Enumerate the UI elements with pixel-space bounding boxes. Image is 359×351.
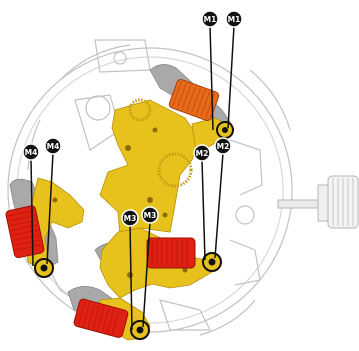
rotor-m2 xyxy=(203,253,221,271)
coil-m2 xyxy=(147,238,195,268)
rotor-m3 xyxy=(131,321,149,339)
marker-m2-left: M2 xyxy=(194,145,210,161)
svg-text:M3: M3 xyxy=(124,214,137,223)
marker-m3-right: M3 xyxy=(142,207,158,223)
marker-m1-left: M1 xyxy=(202,11,218,27)
marker-m4-right: M4 xyxy=(45,138,61,154)
svg-text:M4: M4 xyxy=(25,148,38,157)
marker-m2-right: M2 xyxy=(215,138,231,154)
rotor-m1 xyxy=(217,122,233,138)
svg-text:M4: M4 xyxy=(47,142,60,151)
svg-text:M1: M1 xyxy=(228,15,241,24)
marker-m1-right: M1 xyxy=(226,11,242,27)
marker-m3-left: M3 xyxy=(122,210,138,226)
svg-text:M1: M1 xyxy=(204,15,217,24)
rotor-m4 xyxy=(35,259,53,277)
svg-text:M3: M3 xyxy=(144,211,157,220)
crown-stem xyxy=(278,176,358,228)
marker-m4-left: M4 xyxy=(23,144,39,160)
svg-text:M2: M2 xyxy=(196,149,209,158)
svg-text:M2: M2 xyxy=(217,142,230,151)
